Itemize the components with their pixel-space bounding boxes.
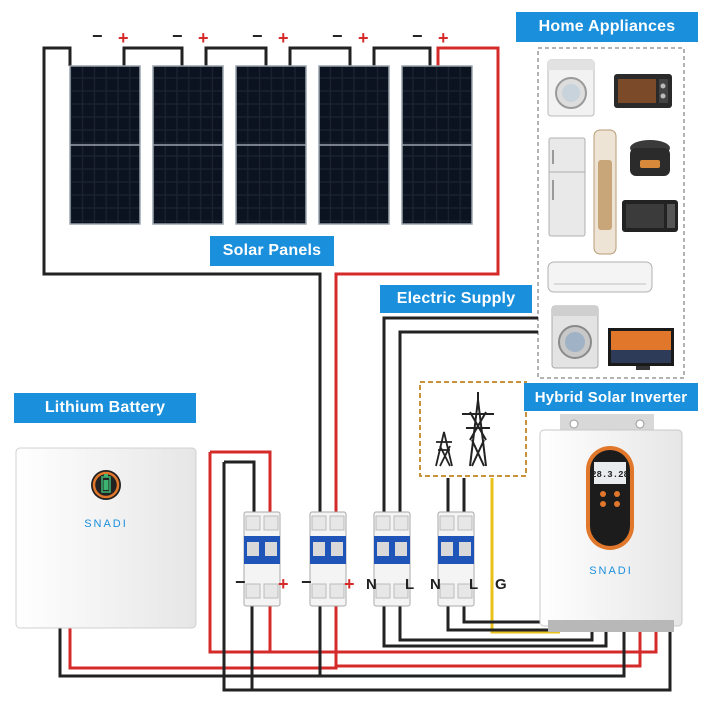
battery-level-icon <box>101 474 111 493</box>
front-load-washer-icon <box>551 305 599 369</box>
hybrid-solar-inverter-label: Hybrid Solar Inverter <box>524 383 698 411</box>
breaker-2-left-label: − <box>301 572 312 592</box>
solar-panel <box>69 65 141 225</box>
solar-panel <box>235 65 307 225</box>
transmission-tower-icon <box>462 392 494 467</box>
grid-and-ac-wiring <box>382 316 560 634</box>
ac-input-breaker <box>373 511 411 607</box>
solar-panel-array <box>69 65 473 225</box>
breaker-3-right-label: L <box>405 576 414 593</box>
ground-label: G <box>495 576 507 593</box>
rice-cooker-icon <box>630 140 670 176</box>
inverter-display-readout: 28.3.28 <box>591 470 629 480</box>
breaker-4-right-label: L <box>469 576 478 593</box>
ac-output-breaker <box>437 511 475 607</box>
wall-air-conditioner-icon <box>547 261 653 293</box>
panel-1-positive-mark: + <box>118 28 129 48</box>
lithium-battery-label: Lithium Battery <box>14 393 196 423</box>
transmission-tower-icon <box>435 431 453 467</box>
breaker-4-left-label: N <box>430 576 441 593</box>
electric-grid-towers <box>419 381 527 477</box>
breaker-terminal-labels: − + − + N L N L G <box>235 572 507 594</box>
panel-3-positive-mark: + <box>278 28 289 48</box>
panel-5-positive-mark: + <box>438 28 449 48</box>
breaker-3-left-label: N <box>366 576 377 593</box>
inverter-brand-logo: SNADI <box>589 565 633 577</box>
solar-string-wiring <box>42 46 500 520</box>
panel-1-negative-mark: − <box>92 26 103 46</box>
tower-air-conditioner-icon <box>593 129 617 255</box>
lithium-battery: SNADI <box>15 447 197 629</box>
breaker-1-right-label: + <box>278 574 289 594</box>
panel-5-negative-mark: − <box>412 26 423 46</box>
oven-icon <box>614 74 672 108</box>
electric-supply-label: Electric Supply <box>380 285 532 313</box>
breaker-2-right-label: + <box>344 574 355 594</box>
hybrid-solar-inverter: 28.3.28 SNADI <box>539 414 683 632</box>
panel-terminal-marks: − + − + − + − + − + <box>92 26 449 48</box>
panel-3-negative-mark: − <box>252 26 263 46</box>
breaker-panel <box>243 511 475 607</box>
solar-panel <box>152 65 224 225</box>
microwave-icon <box>622 200 678 232</box>
dc-battery-breaker <box>243 511 281 607</box>
panel-4-negative-mark: − <box>332 26 343 46</box>
solar-panel <box>401 65 473 225</box>
solar-panels-label: Solar Panels <box>210 236 334 266</box>
washing-machine-icon <box>547 59 595 117</box>
inverter-buttons <box>600 491 620 507</box>
breaker-output-wiring <box>250 600 672 692</box>
television-icon <box>608 328 674 370</box>
home-appliances-box <box>537 47 685 379</box>
solar-panel <box>318 65 390 225</box>
breaker-1-left-label: − <box>235 572 246 592</box>
dc-solar-breaker <box>309 511 347 607</box>
panel-2-positive-mark: + <box>198 28 209 48</box>
battery-brand-logo: SNADI <box>84 518 128 530</box>
panel-2-negative-mark: − <box>172 26 183 46</box>
panel-4-positive-mark: + <box>358 28 369 48</box>
refrigerator-icon <box>548 137 586 237</box>
home-appliances-label: Home Appliances <box>516 12 698 42</box>
